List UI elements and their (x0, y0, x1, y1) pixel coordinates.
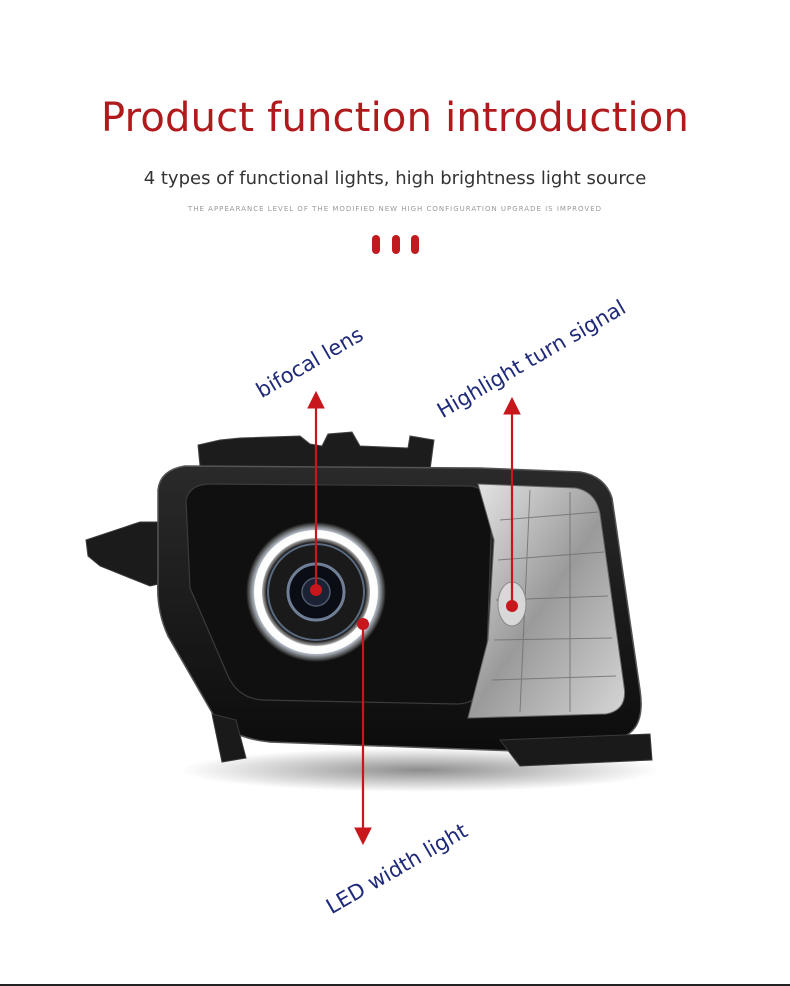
bottom-divider (0, 984, 790, 986)
lower-bracket (211, 713, 247, 763)
page-tagline: THE APPEARANCE LEVEL OF THE MODIFIED NEW… (187, 205, 603, 213)
decorative-dots-icon (370, 235, 422, 255)
dot-icon (392, 235, 400, 254)
dot-icon (411, 235, 419, 254)
turn-signal-housing (467, 483, 626, 719)
dot-icon (372, 235, 380, 254)
left-bracket (85, 521, 169, 587)
page-title: Product function introduction (100, 95, 690, 141)
callout-arrows (307, 390, 521, 846)
page-subtitle: 4 types of functional lights, high brigh… (143, 168, 647, 189)
